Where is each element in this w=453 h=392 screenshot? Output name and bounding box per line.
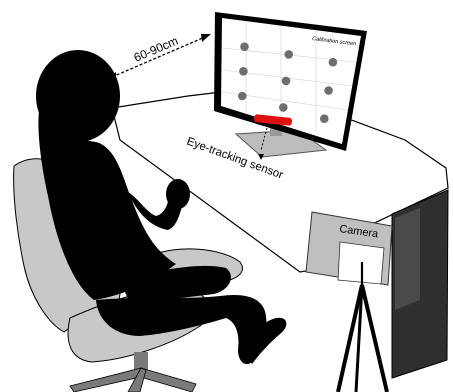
chair-base <box>70 368 196 392</box>
desk-side-highlight <box>395 208 420 310</box>
distance-label: 60-90cm <box>132 34 180 65</box>
camera-assembly: Camera <box>306 212 392 392</box>
participant-hand <box>166 179 190 209</box>
calibration-dot <box>240 42 249 51</box>
calibration-dot <box>324 86 333 95</box>
calibration-dot <box>320 114 329 123</box>
calibration-dot <box>239 67 248 76</box>
calibration-dot <box>279 103 288 112</box>
arrow-head-right-icon <box>201 34 211 42</box>
distance-indicator: 60-90cm <box>106 34 211 80</box>
calibration-dot <box>284 50 293 59</box>
monitor: Calibration screen <box>214 12 367 157</box>
calibration-dot <box>329 58 338 67</box>
calibration-dot <box>238 92 247 101</box>
calibration-dot <box>282 77 291 86</box>
